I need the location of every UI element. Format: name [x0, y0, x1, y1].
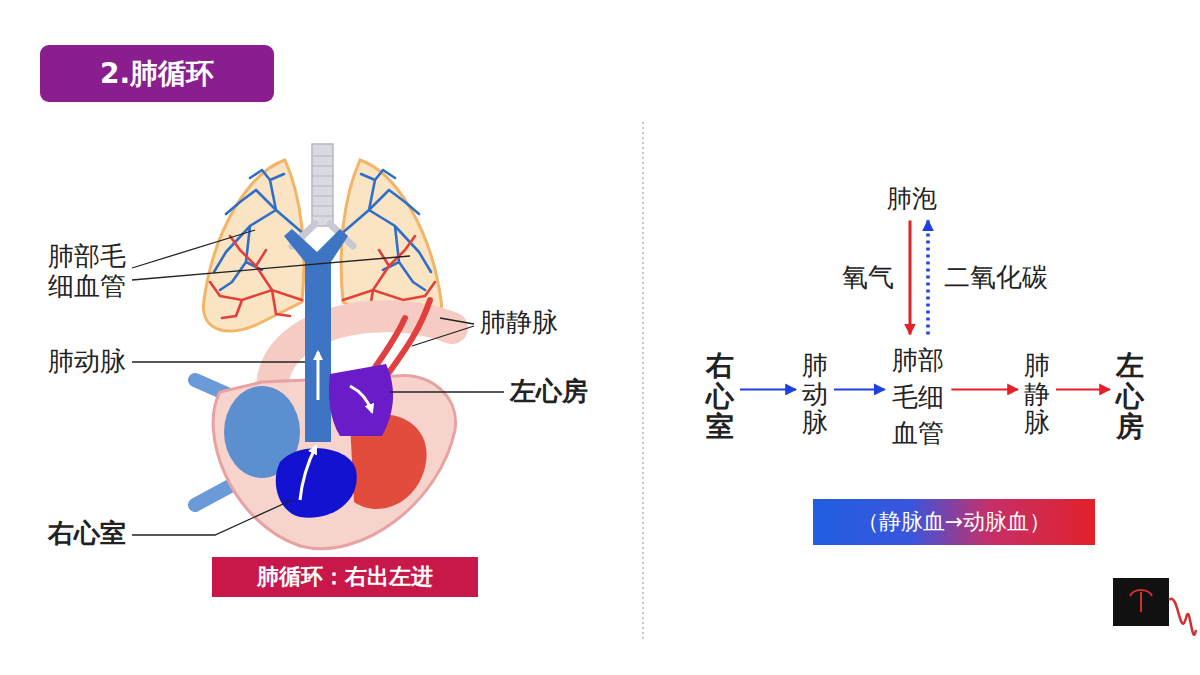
divider-line — [642, 122, 643, 640]
caption-band: 肺循环：右出左进 — [212, 557, 478, 597]
leader-line — [132, 256, 410, 280]
flow-step: 肺动脉 — [802, 351, 828, 437]
trachea-rings — [312, 156, 333, 216]
flow-arrow — [317, 352, 320, 400]
alveolus-node: 肺泡 — [887, 182, 937, 215]
leader-line — [132, 361, 305, 362]
flow-arrow — [951, 388, 1018, 390]
part-label: 左心房 — [510, 377, 588, 407]
right-ventricle — [276, 448, 357, 517]
icon-frame — [1113, 578, 1169, 626]
leader-line — [132, 230, 255, 268]
corner-icon — [1113, 578, 1196, 635]
part-label: 右心室 — [48, 519, 126, 549]
flow-arrow — [834, 388, 885, 390]
leader-line — [390, 391, 504, 392]
node-text: 左心房 — [1116, 351, 1144, 443]
leader-line — [440, 318, 474, 324]
node-text: 肺部毛细血管 — [891, 342, 946, 451]
flow-step: 肺部毛细血管 — [891, 342, 946, 451]
node-text: 肺静脉 — [1024, 351, 1050, 437]
node-text: 肺动脉 — [802, 351, 828, 437]
flow-arrow — [300, 446, 316, 500]
flow-arrow — [350, 386, 372, 412]
part-label: 肺静脉 — [480, 308, 558, 338]
flow-arrow — [926, 221, 930, 335]
leader-lines — [132, 230, 504, 535]
flow-step: 肺静脉 — [1024, 351, 1050, 437]
node-text: 右心室 — [706, 351, 734, 443]
left-atrium — [329, 364, 393, 436]
flow-step: 右心室 — [706, 351, 734, 443]
icon-wave — [1169, 599, 1196, 635]
flow-step: 左心房 — [1116, 351, 1144, 443]
flow-arrow — [1056, 388, 1110, 390]
edge-label: 氧气 — [842, 260, 894, 295]
leader-line — [132, 500, 292, 535]
edge-label: 二氧化碳 — [944, 260, 1048, 295]
leader-line — [412, 326, 474, 346]
node-text: 肺泡 — [887, 182, 937, 215]
flow-arrow — [740, 388, 796, 390]
trachea — [312, 144, 333, 226]
part-label: 肺动脉 — [48, 347, 126, 377]
node-text: （静脉血→动脉血） — [829, 507, 1079, 537]
flow-arrow — [909, 221, 912, 335]
icon-figure — [1130, 590, 1152, 612]
blood-change-band: （静脉血→动脉血） — [813, 499, 1095, 545]
part-label: 肺部毛细血管 — [48, 242, 129, 302]
section-title: 2.肺循环 — [40, 45, 274, 102]
